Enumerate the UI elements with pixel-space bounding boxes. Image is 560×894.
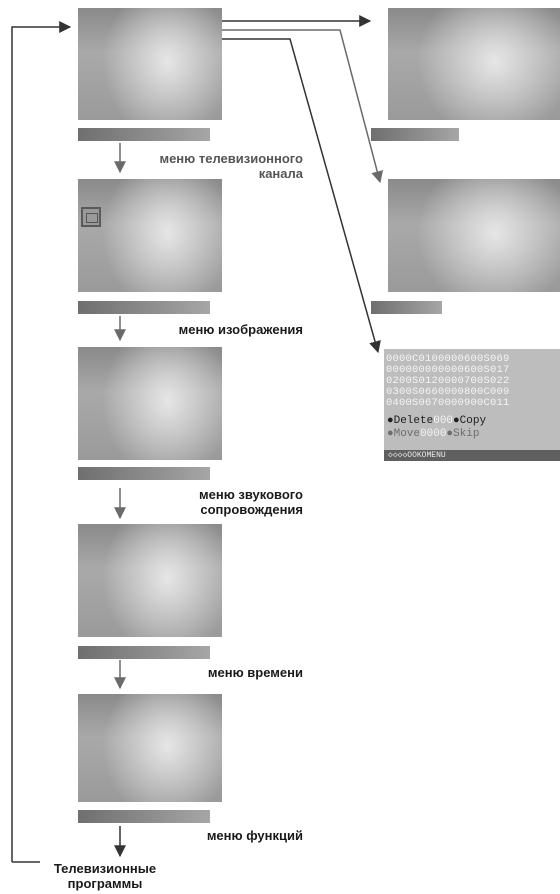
screen-picture-menu [78,179,222,292]
menu-bar-1 [78,128,210,141]
screen-channel-sub-1 [388,8,560,120]
menu-bar-4 [78,646,210,659]
program-row: 0300S0660000800C009 [386,386,510,398]
arrow-to-program-table [222,38,381,354]
program-row: 0400S0670000900C011 [386,397,510,409]
screen-channel-sub-2 [388,179,560,292]
menu-bar-3 [78,467,210,480]
screen-sound-menu [78,347,222,460]
program-row: 0200S0120000700S022 [386,375,510,387]
screen-main-menu [78,8,222,120]
label-picture-menu: меню изображения [178,322,303,337]
move-skip-option: ●Move0000●Skip [387,428,480,440]
menu-bar-2 [78,301,210,314]
screen-function-menu [78,694,222,802]
delete-copy-option: ●Delete000●Copy [387,415,487,427]
screen-time-menu [78,524,222,637]
tv-icon [81,207,101,227]
menu-bar-5 [78,810,210,823]
label-function-menu: меню функций [206,828,303,843]
return-loop-line [11,21,72,862]
program-row: 000000000000600S017 [386,364,510,376]
sub-bar-2 [371,301,442,314]
program-row: 0000C0100000600S069 [386,353,510,365]
program-table-footer: ◇◇◇◇OOKOMENU [384,450,560,461]
arrow-to-screen-2 [222,29,384,184]
program-table-panel: 0000C0100000600S069 000000000000600S017 … [384,349,560,461]
sub-bar-1 [371,128,459,141]
label-time-menu: меню времени [207,665,303,680]
